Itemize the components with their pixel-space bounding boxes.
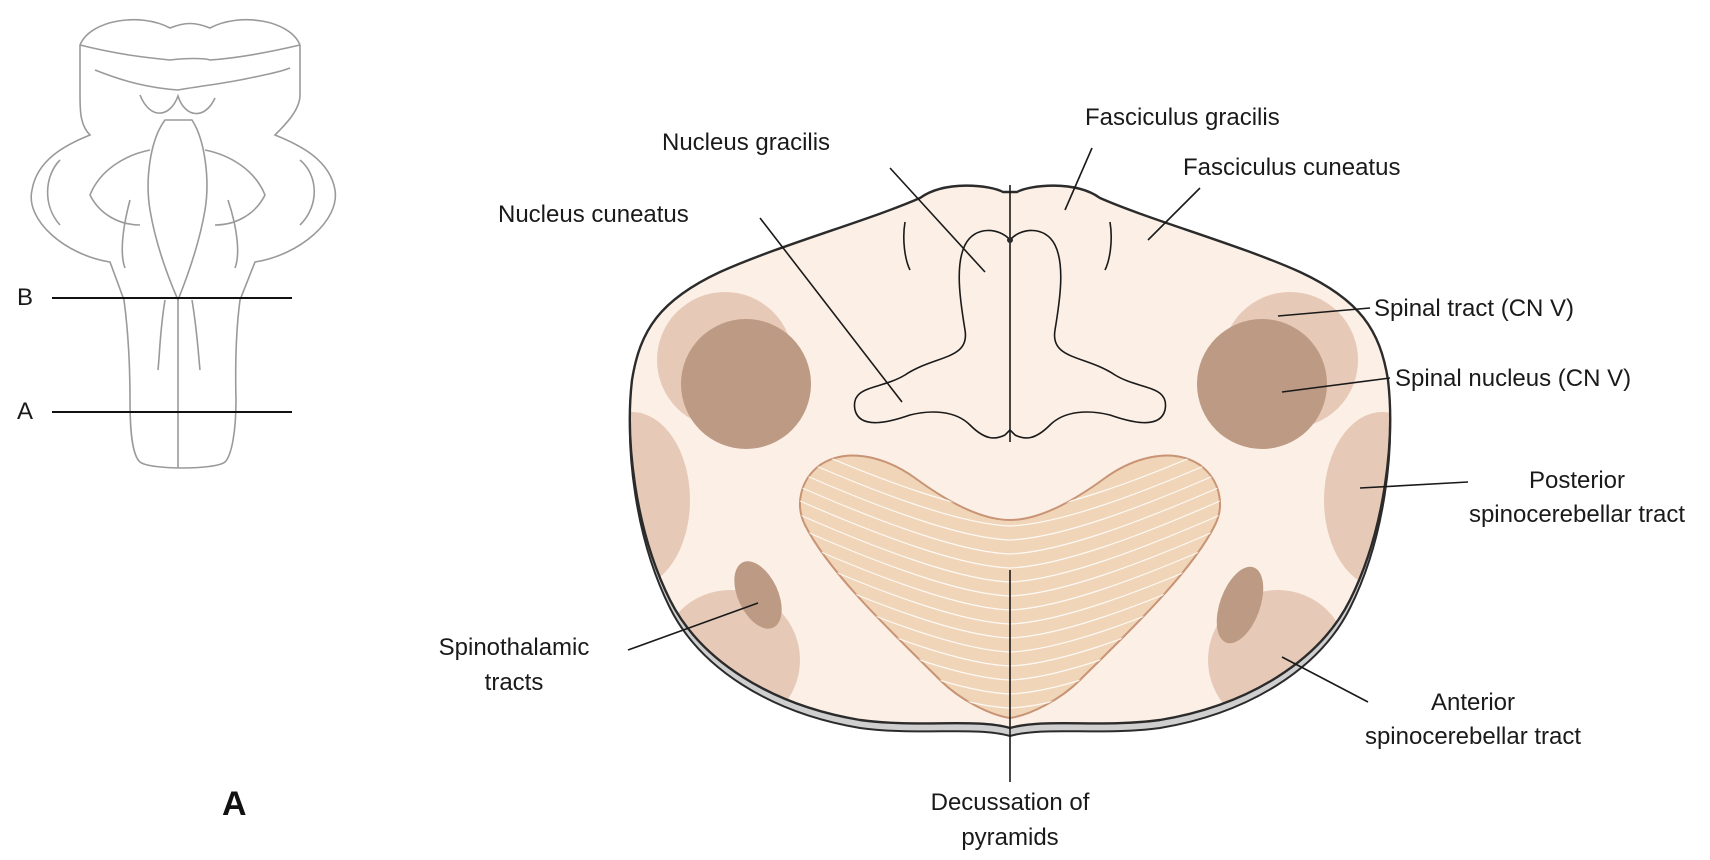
label-anterior-spinocerebellar-line1: Anterior — [1431, 689, 1515, 716]
nucleus-outline — [853, 229, 1011, 439]
level-label-b: B — [17, 284, 33, 311]
pyramid-fiber-line — [800, 500, 1220, 569]
pyramid-fiber-line — [800, 472, 1220, 541]
label-posterior-spinocerebellar-line2: spinocerebellar tract — [1469, 501, 1685, 528]
medulla-outline — [629, 185, 1391, 729]
label-fasciculus-cuneatus: Fasciculus cuneatus — [1183, 154, 1400, 181]
label-spinal-tract: Spinal tract (CN V) — [1374, 295, 1574, 322]
label-nucleus-cuneatus: Nucleus cuneatus — [498, 201, 689, 228]
spinal-nucleus-left — [681, 319, 811, 449]
spinothalamic-tract-right — [1216, 566, 1264, 644]
label-nucleus-gracilis: Nucleus gracilis — [662, 129, 830, 156]
label-spinothalamic-line1: Spinothalamic — [439, 634, 590, 661]
spinal-nucleus-right — [1197, 319, 1327, 449]
label-posterior-spinocerebellar-line1: Posterior — [1529, 467, 1625, 494]
posterior-spinocerebellar-left — [629, 412, 690, 588]
label-anterior-spinocerebellar-line2: spinocerebellar tract — [1365, 723, 1581, 750]
brainstem-outline — [30, 18, 337, 469]
medulla-section: Nucleus gracilis Fasciculus gracilis Fas… — [439, 104, 1686, 851]
pyramid-fiber-line — [800, 486, 1220, 555]
label-fasciculus-gracilis: Fasciculus gracilis — [1085, 104, 1280, 131]
label-spinal-nucleus: Spinal nucleus (CN V) — [1395, 365, 1631, 392]
level-label-a: A — [17, 398, 33, 425]
spinothalamic-tract-left — [734, 561, 782, 629]
label-decussation-line2: pyramids — [961, 824, 1058, 851]
label-spinothalamic-line2: tracts — [485, 669, 544, 696]
label-decussation-line1: Decussation of — [931, 789, 1090, 816]
pyramid-fiber-line — [800, 458, 1220, 527]
panel-letter: A — [222, 785, 247, 823]
brainstem-dorsal-view: B A A — [17, 18, 337, 823]
